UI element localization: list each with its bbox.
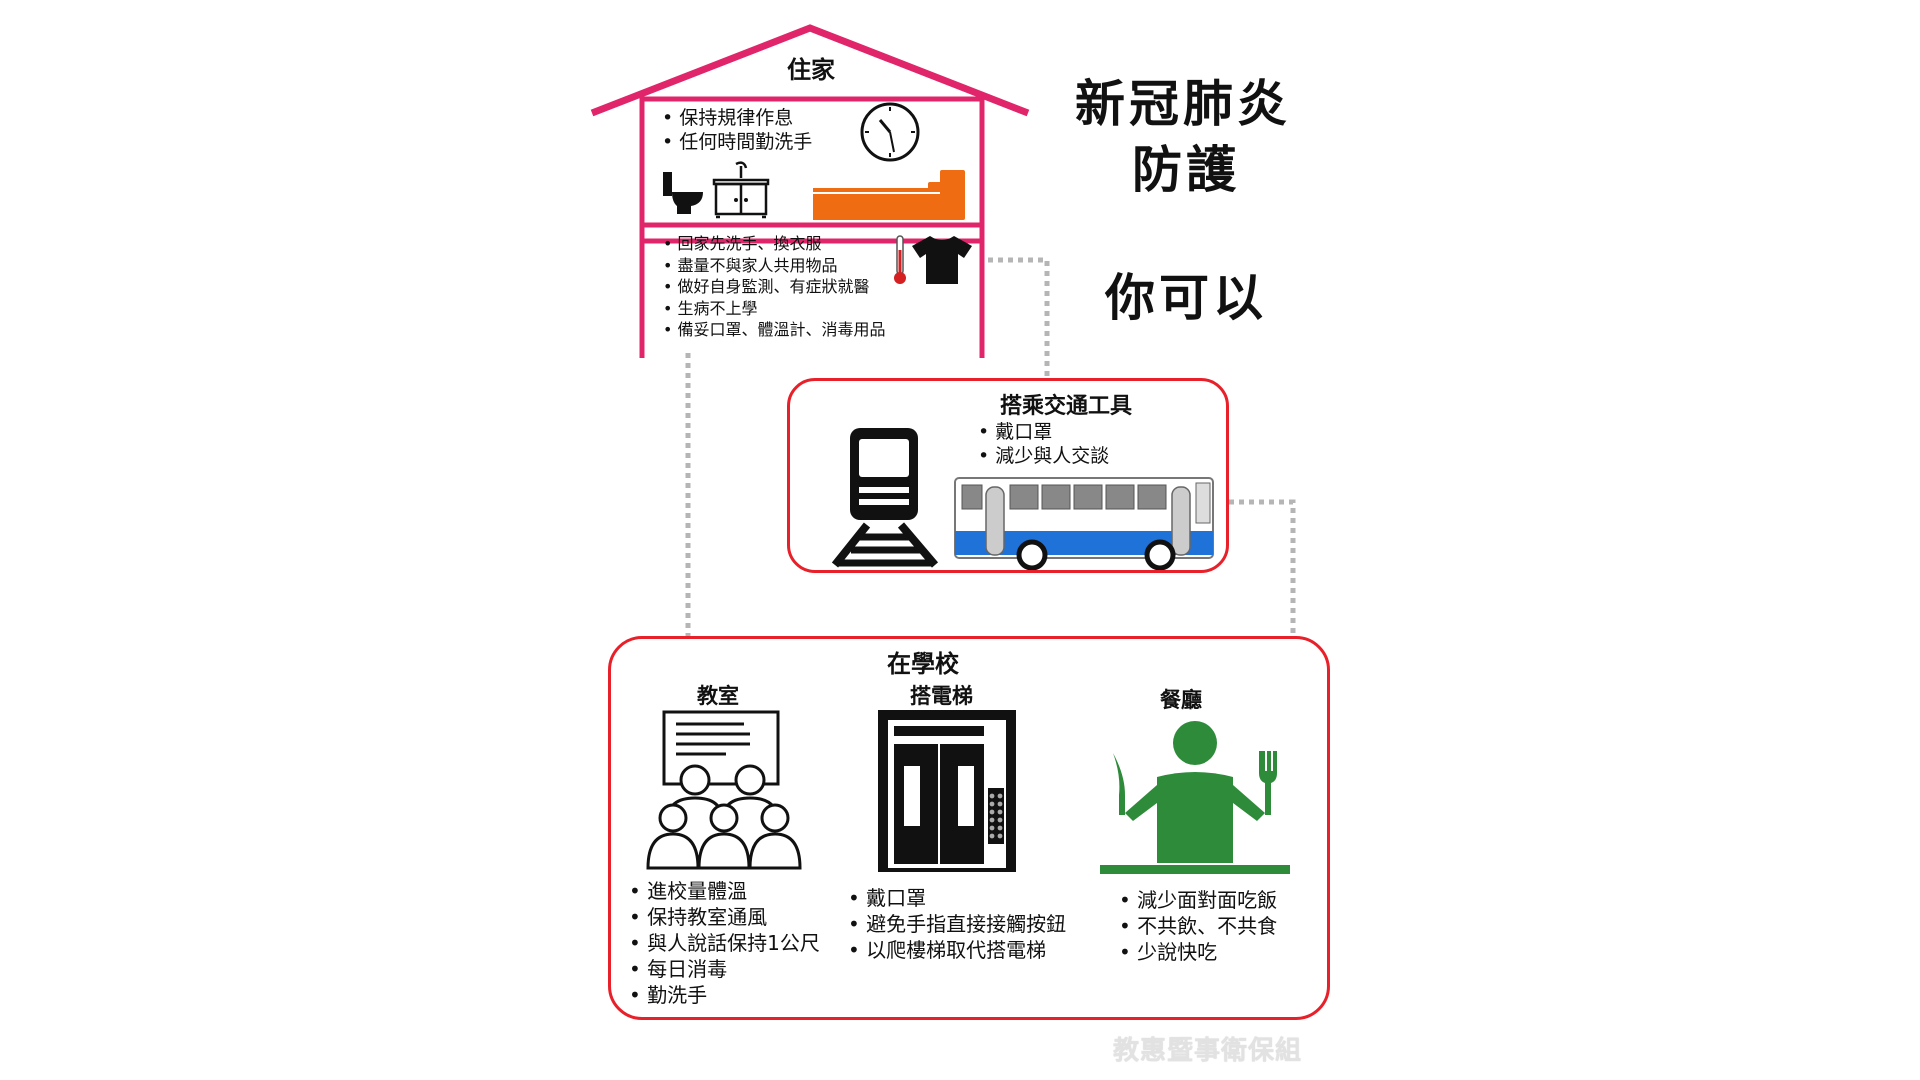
home-lower-list: 回家先洗手、換衣服 盡量不與家人共用物品 做好自身監測、有症狀就醫 生病不上學 … xyxy=(663,233,886,341)
watermark: 教惠暨事衛保組 xyxy=(1113,1036,1303,1066)
home-upper-list: 保持規律作息 任何時間勤洗手 xyxy=(662,106,812,154)
list-item: 與人說話保持1公尺 xyxy=(629,930,820,956)
elevator-label: 搭電梯 xyxy=(910,684,973,708)
list-item: 避免手指直接接觸按鈕 xyxy=(848,911,1066,937)
list-item: 盡量不與家人共用物品 xyxy=(663,255,886,277)
title-line-1: 新冠肺炎 xyxy=(1075,74,1291,133)
thermometer-icon xyxy=(894,235,906,284)
list-item: 進校量體溫 xyxy=(629,878,820,904)
title-line-2: 防護 xyxy=(1132,140,1240,199)
train-icon xyxy=(831,428,939,568)
dining-label: 餐廳 xyxy=(1160,688,1202,712)
bed-icon xyxy=(813,170,965,220)
list-item: 生病不上學 xyxy=(663,298,886,320)
diner-icon xyxy=(1100,721,1290,874)
home-label: 住家 xyxy=(787,56,835,84)
school-label: 在學校 xyxy=(887,650,959,678)
list-item: 任何時間勤洗手 xyxy=(662,130,812,154)
title-line-3: 你可以 xyxy=(1105,268,1267,327)
list-item: 戴口罩 xyxy=(978,420,1109,444)
list-item: 減少面對面吃飯 xyxy=(1119,887,1277,913)
list-item: 不共飲、不共食 xyxy=(1119,913,1277,939)
transport-box xyxy=(787,378,1229,573)
dining-list: 減少面對面吃飯 不共飲、不共食 少說快吃 xyxy=(1119,887,1277,965)
list-item: 戴口罩 xyxy=(848,885,1066,911)
bus-icon xyxy=(954,477,1214,570)
list-item: 每日消毒 xyxy=(629,956,820,982)
classroom-icon xyxy=(646,710,802,870)
clock-icon xyxy=(860,102,920,162)
classroom-list: 進校量體溫 保持教室通風 與人說話保持1公尺 每日消毒 勤洗手 xyxy=(629,878,820,1008)
list-item: 回家先洗手、換衣服 xyxy=(663,233,886,255)
sink-icon xyxy=(712,161,770,219)
list-item: 減少與人交談 xyxy=(978,444,1109,468)
list-item: 保持規律作息 xyxy=(662,106,812,130)
elevator-list: 戴口罩 避免手指直接接觸按鈕 以爬樓梯取代搭電梯 xyxy=(848,885,1066,963)
shirt-icon xyxy=(912,236,972,284)
list-item: 少說快吃 xyxy=(1119,939,1277,965)
list-item: 備妥口罩、體溫計、消毒用品 xyxy=(663,319,886,341)
elevator-icon xyxy=(878,710,1016,872)
classroom-label: 教室 xyxy=(697,684,739,708)
transport-label: 搭乘交通工具 xyxy=(1000,394,1133,419)
list-item: 勤洗手 xyxy=(629,982,820,1008)
list-item: 保持教室通風 xyxy=(629,904,820,930)
transport-list: 戴口罩 減少與人交談 xyxy=(978,420,1109,468)
list-item: 以爬樓梯取代搭電梯 xyxy=(848,937,1066,963)
list-item: 做好自身監測、有症狀就醫 xyxy=(663,276,886,298)
toilet-icon xyxy=(663,172,703,214)
school-box xyxy=(608,636,1330,1020)
